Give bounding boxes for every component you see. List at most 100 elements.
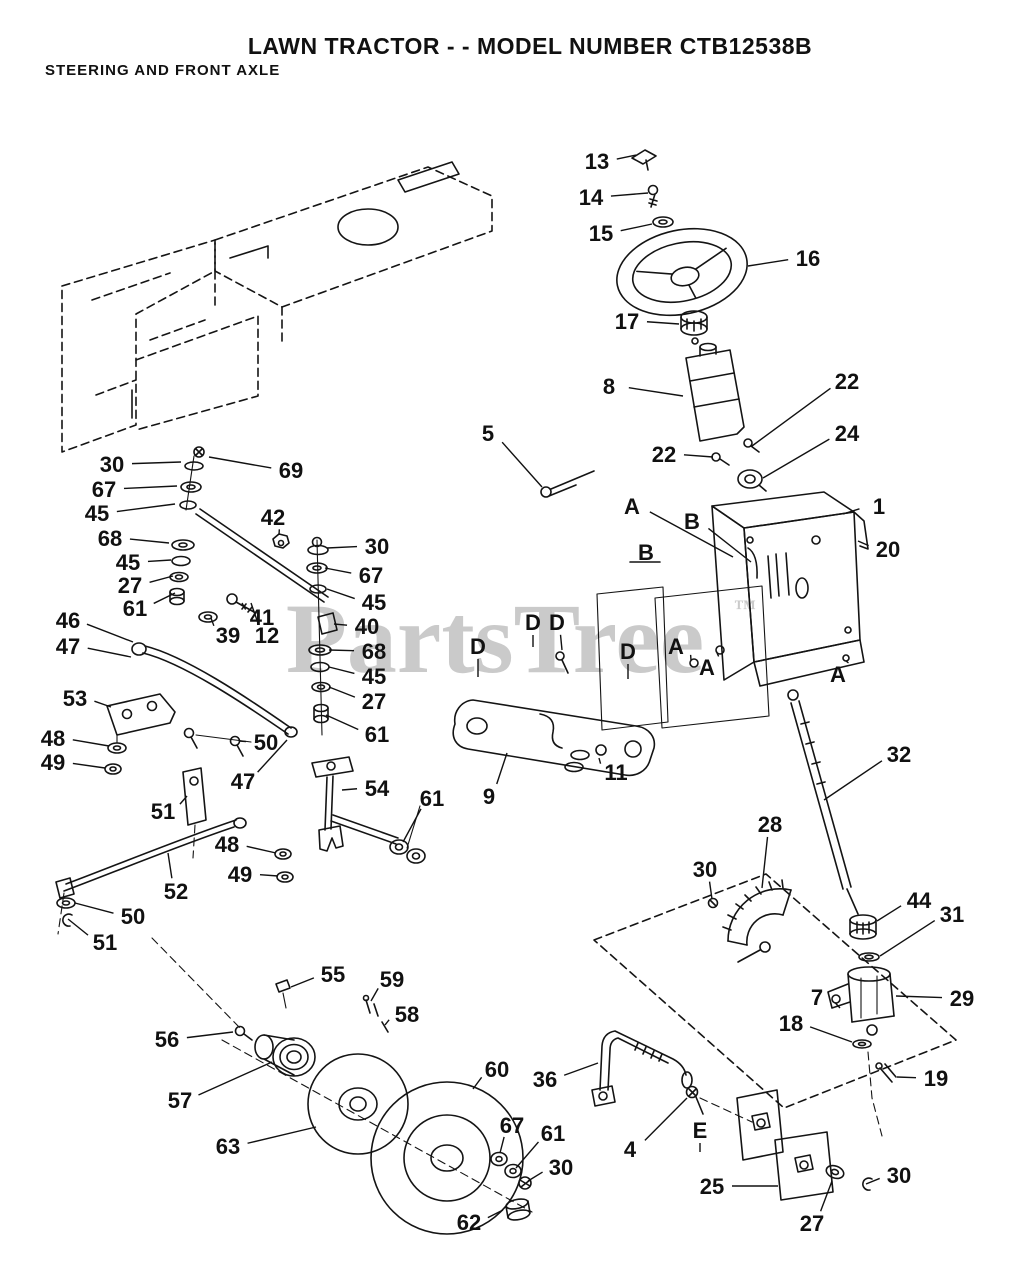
leader-line [628, 387, 684, 397]
leader-line [259, 873, 279, 877]
callout-61: 61 [123, 596, 147, 621]
axle-support [827, 966, 897, 1137]
leader-line [87, 647, 132, 658]
steering-wheel [616, 227, 748, 317]
callout-63: 63 [216, 1134, 240, 1159]
callout-D: D [620, 639, 636, 664]
leader-line [620, 223, 653, 232]
leader-line [246, 845, 277, 854]
leader-line [94, 700, 112, 708]
tie-rod-upper [131, 642, 298, 738]
callout-61: 61 [541, 1121, 565, 1146]
callout-4: 4 [624, 1137, 637, 1162]
callout-30: 30 [693, 857, 717, 882]
callout-68: 68 [98, 526, 122, 551]
callout-61: 61 [365, 722, 389, 747]
leader-line [326, 545, 358, 549]
reference-outline [555, 561, 850, 731]
callout-18: 18 [779, 1011, 803, 1036]
leader-line [328, 666, 355, 675]
callout-49: 49 [41, 750, 65, 775]
leader-line [147, 559, 172, 563]
callout-48: 48 [41, 726, 65, 751]
leader-line [402, 808, 422, 843]
leader-line [896, 1076, 917, 1079]
axle-bracket [104, 693, 252, 775]
callout-16: 16 [796, 246, 820, 271]
callout-12: 12 [255, 623, 279, 648]
leader-line [238, 740, 247, 743]
steering-wheel-assembly [616, 149, 748, 345]
callout-7: 7 [811, 985, 823, 1010]
leader-line [247, 1126, 317, 1144]
construction-lines [593, 873, 957, 1109]
steering-shaft [787, 689, 859, 915]
leader-line [74, 902, 114, 914]
leader-line [198, 1061, 273, 1096]
callout-67: 67 [359, 563, 383, 588]
callout-A: A [668, 634, 684, 659]
callout-51: 51 [93, 930, 117, 955]
callout-32: 32 [887, 742, 911, 767]
leader-line [250, 602, 259, 624]
leader-line [879, 919, 936, 957]
callout-41: 41 [250, 605, 274, 630]
callout-42: 42 [261, 505, 285, 530]
callout-B: B [684, 509, 700, 534]
callout-45: 45 [85, 501, 109, 526]
leader-line [865, 1177, 880, 1185]
watermark-tm: ™ [734, 595, 756, 620]
leader-line [819, 1180, 833, 1212]
callout-11: 11 [604, 760, 627, 785]
leader-line [72, 739, 110, 747]
leader-line [257, 739, 288, 773]
callout-27: 27 [800, 1211, 824, 1236]
leader-line [616, 154, 637, 160]
leader-line [501, 441, 543, 488]
callout-D: D [549, 610, 565, 635]
leader-line [683, 454, 714, 458]
callout-5: 5 [482, 421, 494, 446]
leader-line [241, 602, 247, 610]
front-wheel-assembly [151, 937, 533, 1235]
callout-54: 54 [365, 776, 390, 801]
leader-line [290, 977, 315, 988]
leader-line [762, 438, 830, 479]
leader-line [333, 623, 348, 626]
callout-46: 46 [56, 608, 80, 633]
callout-E: E [693, 1118, 708, 1143]
callout-52: 52 [164, 879, 188, 904]
leader-line [823, 760, 883, 801]
callout-30: 30 [887, 1163, 911, 1188]
callout-49: 49 [228, 862, 252, 887]
leader-line [328, 649, 355, 652]
callout-28: 28 [758, 812, 782, 837]
leader-line [499, 1136, 505, 1154]
callout-30: 30 [100, 452, 124, 477]
callout-60: 60 [485, 1057, 509, 1082]
drag-link [591, 1030, 753, 1123]
callout-45: 45 [362, 664, 386, 689]
callout-22: 22 [835, 369, 859, 394]
leader-line [559, 634, 563, 651]
leader-line [895, 995, 943, 999]
leader-line [563, 1062, 599, 1076]
leader-line [716, 652, 720, 657]
callout-1: 1 [873, 494, 885, 519]
leader-line [876, 905, 902, 922]
leader-line [186, 1031, 234, 1039]
dash-panel [711, 491, 869, 687]
callout-A: A [624, 494, 640, 519]
leader-line [67, 918, 89, 936]
tie-rod-lower [55, 817, 247, 935]
leader-line [610, 192, 649, 197]
spindle [274, 756, 426, 883]
leader-line [751, 387, 831, 447]
callout-36: 36 [533, 1067, 557, 1092]
section-subtitle: STEERING AND FRONT AXLE [45, 62, 281, 79]
front-axle [452, 699, 656, 777]
shoulder-screws [711, 438, 767, 492]
callout-17: 17 [615, 309, 639, 334]
